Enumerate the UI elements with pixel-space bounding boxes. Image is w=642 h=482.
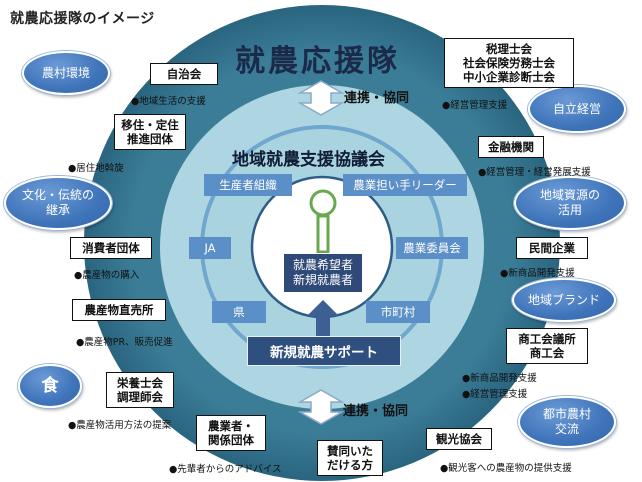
note-shokokai-2: ●経営管理支援 — [462, 389, 528, 400]
person-figure-icon — [309, 189, 337, 254]
org-iju-line2: 推進団体 — [127, 132, 173, 146]
oval-chiiki-shigen-line1: 地域資源の — [539, 188, 600, 202]
oval-brand-label: 地域ブランド — [527, 292, 600, 307]
note-shokokai-1: ●新商品開発支援 — [462, 373, 537, 384]
oval-jiritsu-keiei: 自立経営 — [528, 85, 626, 133]
org-nogyosha: 農業者・ 関係団体 — [196, 415, 266, 451]
org-zeirishi-line3: 中小企業診断士会 — [463, 70, 555, 84]
double-arrow-bottom-icon — [298, 389, 344, 425]
org-sando-line1: 賛同いた — [327, 444, 373, 458]
org-zeirishi-line2: 社会保険労務士会 — [463, 56, 555, 70]
org-shichoson: 市町村 — [366, 301, 430, 323]
oval-noson-label: 農村環境 — [41, 65, 90, 80]
org-shohisha-label: 消費者団体 — [82, 241, 140, 255]
oval-bunka-line1: 文化・伝統の — [21, 188, 94, 202]
org-iju-line1: 移住・定住 — [121, 118, 179, 132]
note-chokubai: ●農産物PR、販売促進 — [76, 337, 173, 348]
oval-chiiki-shigen-line2: 活用 — [557, 203, 582, 217]
org-kanko-label: 観光協会 — [436, 432, 482, 446]
oval-shoku-label: 食 — [41, 375, 59, 396]
org-eiyoshi-line2: 調理師会 — [117, 390, 163, 404]
org-shokokai: 商工会議所 商工会 — [506, 328, 588, 364]
org-eiyoshi-line1: 栄養士会 — [117, 376, 163, 390]
note-jichikai: ●地域生活の支援 — [131, 96, 206, 107]
oval-shoku: 食 — [18, 364, 82, 408]
org-nogyo-iinkai: 農業委員会 — [396, 237, 468, 259]
oval-chiiki-shigen: 地域資源の 活用 — [514, 176, 626, 230]
org-shokokai-line1: 商工会議所 — [518, 332, 576, 346]
note-iju: ●居住地斡旋 — [68, 163, 124, 174]
note-shohisha: ●農産物の購入 — [74, 270, 140, 281]
note-nogyosha: ●先輩者からのアドバイス — [169, 464, 282, 475]
org-iju-teiju: 移住・定住 推進団体 — [114, 114, 186, 150]
org-seisansha: 生産者組織 — [204, 174, 292, 196]
note-eiyoshi: ●農産物活用方法の提案 — [68, 420, 172, 431]
org-chokubai: 農産物直売所 — [72, 299, 166, 321]
org-kinyu: 金融機関 — [478, 136, 544, 158]
org-nogyosha-line1: 農業者・ — [208, 419, 254, 433]
org-shokokai-line2: 商工会 — [529, 346, 565, 360]
support-bar: 新規就農サポート — [247, 336, 401, 366]
center-line-1: 就農希望者 — [292, 258, 353, 272]
org-ken: 県 — [212, 301, 266, 323]
page-title: 就農応援隊のイメージ — [10, 11, 155, 27]
org-minkan-label: 民間企業 — [529, 241, 575, 255]
org-sando: 賛同いた だける方 — [317, 440, 383, 476]
org-ninaite-leader: 農業担い手リーダー — [343, 174, 467, 196]
org-zeirishi-line1: 税理士会 — [486, 42, 532, 56]
org-zeirishi: 税理士会 社会保険労務士会 中小企業診断士会 — [444, 38, 574, 88]
renkei-top-label: 連携・協同 — [344, 91, 410, 106]
council-title: 地域就農支援協議会 — [232, 150, 385, 170]
org-kinyu-label: 金融機関 — [488, 140, 534, 154]
org-kanko: 観光協会 — [426, 428, 492, 450]
note-kinyu: ●経営管理・経営発展支援 — [478, 167, 591, 178]
org-jichikai: 自治会 — [150, 63, 218, 85]
oval-toshi-line1: 都市農村 — [542, 407, 591, 421]
double-arrow-top-icon — [298, 80, 344, 116]
oval-bunka-dento: 文化・伝統の 継承 — [4, 176, 112, 230]
center-line-2: 新規就農者 — [292, 273, 353, 287]
up-arrow-icon — [307, 300, 339, 336]
org-chokubai-label: 農産物直売所 — [84, 303, 154, 317]
org-ja: JA — [189, 237, 231, 259]
org-jichikai-label: 自治会 — [166, 67, 202, 81]
center-box: 就農希望者 新規就農者 — [283, 253, 363, 293]
outer-ring-title: 就農応援隊 — [235, 44, 400, 79]
note-kanko: ●観光客への農産物の提供支援 — [440, 463, 572, 474]
oval-noson-kankyo: 農村環境 — [22, 51, 110, 95]
org-shohisha: 消費者団体 — [70, 237, 152, 259]
org-eiyoshi: 栄養士会 調理師会 — [106, 372, 174, 408]
oval-jiritsu-label: 自立経営 — [552, 101, 601, 116]
oval-toshi-noson: 都市農村 交流 — [518, 396, 616, 448]
org-minkan: 民間企業 — [516, 237, 588, 259]
oval-chiiki-brand: 地域ブランド — [512, 278, 616, 322]
org-sando-line2: だける方 — [327, 458, 373, 472]
oval-toshi-line2: 交流 — [554, 422, 579, 436]
note-zeirishi: ●経営管理支援 — [442, 100, 508, 111]
org-nogyosha-line2: 関係団体 — [208, 433, 254, 447]
oval-bunka-line2: 継承 — [45, 203, 70, 217]
renkei-bottom-label: 連携・協同 — [343, 404, 409, 419]
note-minkan: ●新商品開発支援 — [500, 268, 575, 279]
